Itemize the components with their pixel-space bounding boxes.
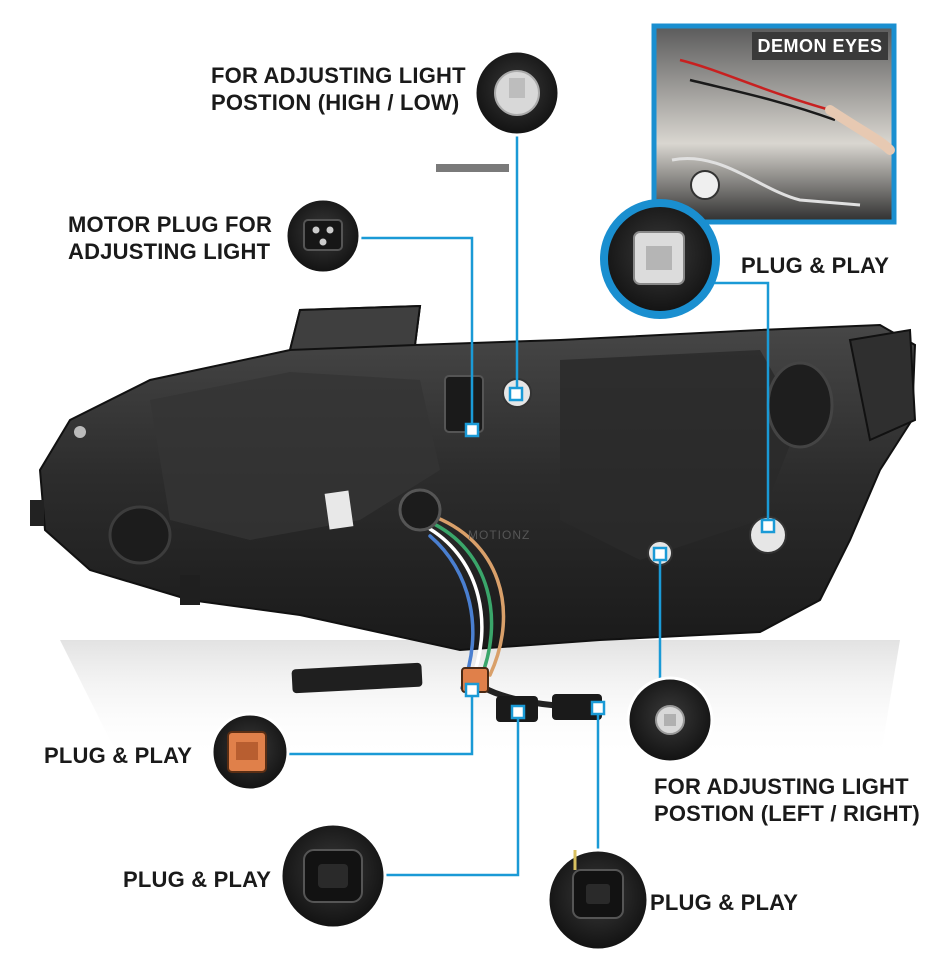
label-motor-plug: MOTOR PLUG FOR ADJUSTING LIGHT (68, 211, 272, 265)
black-connector-2 (552, 694, 602, 720)
zoom-motor-plug (284, 197, 362, 275)
callout-markers (464, 386, 776, 720)
load-resistor (291, 662, 423, 694)
label-left-right-line1: FOR ADJUSTING LIGHT (654, 774, 909, 799)
label-plug-play-top: PLUG & PLAY (741, 253, 890, 278)
label-high-low-line1: FOR ADJUSTING LIGHT (211, 63, 466, 88)
zoom-high-low-adjuster (473, 49, 561, 137)
label-left-right-adjust: FOR ADJUSTING LIGHT POSTION (LEFT / RIGH… (654, 773, 920, 827)
housing-plug-socket (398, 488, 442, 532)
zoom-plug-play-left (210, 712, 290, 792)
zoom-plug-play-bottom-right (546, 848, 650, 952)
zoom-plug-play-bottom-left (279, 822, 387, 930)
label-left-right-line2: POSTION (LEFT / RIGHT) (654, 801, 920, 826)
zoom-plug-play-top (600, 199, 720, 319)
label-motor-plug-line2: ADJUSTING LIGHT (68, 239, 271, 264)
label-high-low-adjust: FOR ADJUSTING LIGHT POSTION (HIGH / LOW) (211, 62, 466, 116)
label-high-low-line2: POSTION (HIGH / LOW) (211, 90, 460, 115)
zoom-left-right-adjuster (626, 676, 714, 764)
label-plug-play-bottom-right: PLUG & PLAY (650, 890, 799, 915)
label-plug-play-left: PLUG & PLAY (44, 743, 193, 768)
motor-plug-on-housing (444, 375, 484, 433)
demon-eyes-tag: DEMON EYES (752, 32, 888, 60)
callout-lines (262, 128, 770, 877)
headlight-housing (30, 304, 917, 652)
gray-bar (436, 164, 509, 172)
brand-watermark: MOTIONZ (468, 528, 531, 542)
label-plug-play-bottom-left: PLUG & PLAY (123, 867, 272, 892)
label-motor-plug-line1: MOTOR PLUG FOR (68, 212, 273, 237)
